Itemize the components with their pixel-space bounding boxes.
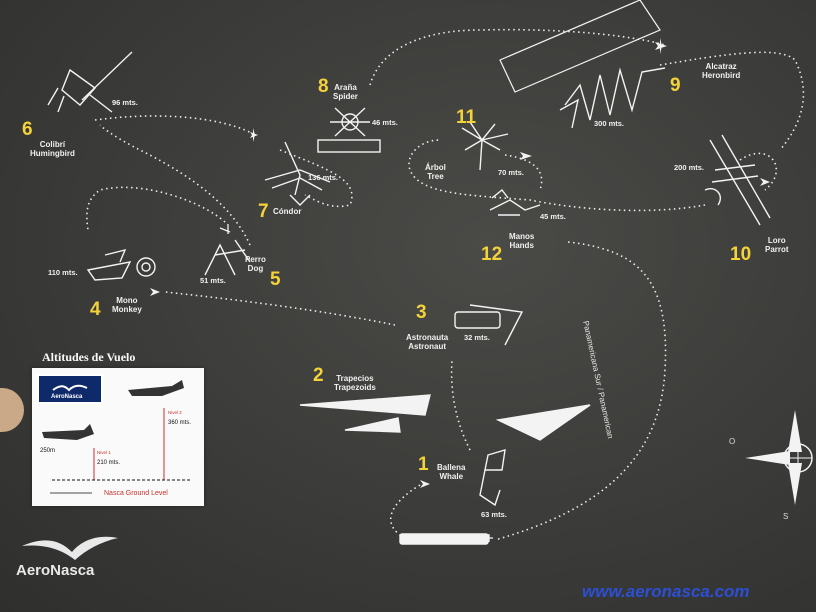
- site-number: 1: [418, 454, 429, 475]
- airplane-icon: [420, 480, 430, 488]
- website-url: www.aeronasca.com: [582, 582, 750, 601]
- site-distance: 32 mts.: [464, 333, 490, 342]
- level-2-altitude: 360 mts.: [168, 420, 192, 426]
- left-altitude: 250m: [40, 448, 56, 454]
- airplane-icons: [93, 38, 770, 488]
- site-number: 4: [90, 299, 101, 320]
- site-distance: 96 mts.: [112, 98, 138, 107]
- aeronasca-logo-box: AeroNasca: [37, 374, 103, 404]
- condor-figure: [264, 141, 331, 206]
- spider-figure: [317, 107, 381, 153]
- compass-west-label: O: [729, 437, 736, 446]
- altitudes-title: Altitudes de Vuelo: [42, 350, 136, 364]
- airplane-icon: [250, 128, 258, 142]
- hands-figure: [489, 189, 541, 216]
- site-number: 6: [22, 119, 33, 140]
- compass-rose: [745, 410, 813, 505]
- ground-level-label: Nasca Ground Level: [104, 490, 168, 497]
- altitudes-card: AeroNasca Nivel 2 360 mts. Nivel 1 210 m…: [32, 368, 204, 506]
- site-number: 8: [318, 76, 329, 97]
- site-distance: 45 mts.: [540, 212, 566, 221]
- site-distance: 300 mts.: [594, 119, 625, 128]
- site-distance: 51 mts.: [200, 276, 226, 285]
- airplane-icon: [760, 178, 770, 186]
- site-number: 10: [730, 244, 752, 265]
- airplane-icon: [520, 152, 532, 160]
- site-label-condor: Cóndor: [273, 207, 302, 216]
- whale-figure: [479, 449, 506, 507]
- aeronasca-bird-icon: [22, 536, 118, 560]
- site-distance: 70 mts.: [498, 168, 524, 177]
- altitude-diagram: [42, 380, 192, 494]
- site-distance: 136 mts.: [308, 173, 339, 182]
- airplane-icon: [655, 38, 667, 54]
- site-distance: 63 mts.: [481, 510, 507, 519]
- logo-text: AeroNasca: [51, 394, 83, 400]
- site-distance: 46 mts.: [372, 118, 398, 127]
- airplane-icon: [150, 288, 160, 296]
- site-number: 9: [670, 75, 681, 96]
- parrot-figure: [704, 134, 771, 226]
- compass-south-label: S: [783, 512, 789, 521]
- site-number: 11: [456, 107, 477, 128]
- heronbird-figure: [499, 0, 666, 129]
- airplane-icon: [448, 356, 456, 366]
- flight-route: [86, 28, 805, 541]
- astronaut-figure: [454, 304, 524, 346]
- bird-logo-icon: [52, 384, 88, 392]
- dog-figure: [204, 239, 251, 276]
- site-distance: 110 mts.: [48, 268, 78, 277]
- level-1-label: Nivel 1: [97, 450, 111, 455]
- site-number: 12: [481, 244, 503, 265]
- trapezoids-figure: [299, 394, 591, 441]
- hummingbird-figure: [47, 51, 133, 113]
- site-number: 5: [270, 269, 281, 290]
- airport-runway: [399, 533, 489, 545]
- site-number: 7: [258, 201, 269, 222]
- tree-figure: [461, 121, 509, 171]
- site-number: 2: [313, 365, 324, 386]
- site-distance: 200 mts.: [674, 163, 705, 172]
- level-1-altitude: 210 mts.: [97, 460, 121, 466]
- level-2-label: Nivel 2: [168, 410, 182, 415]
- site-number: 3: [416, 302, 427, 323]
- brand-name: AeroNasca: [16, 562, 95, 579]
- monkey-figure: [86, 248, 156, 281]
